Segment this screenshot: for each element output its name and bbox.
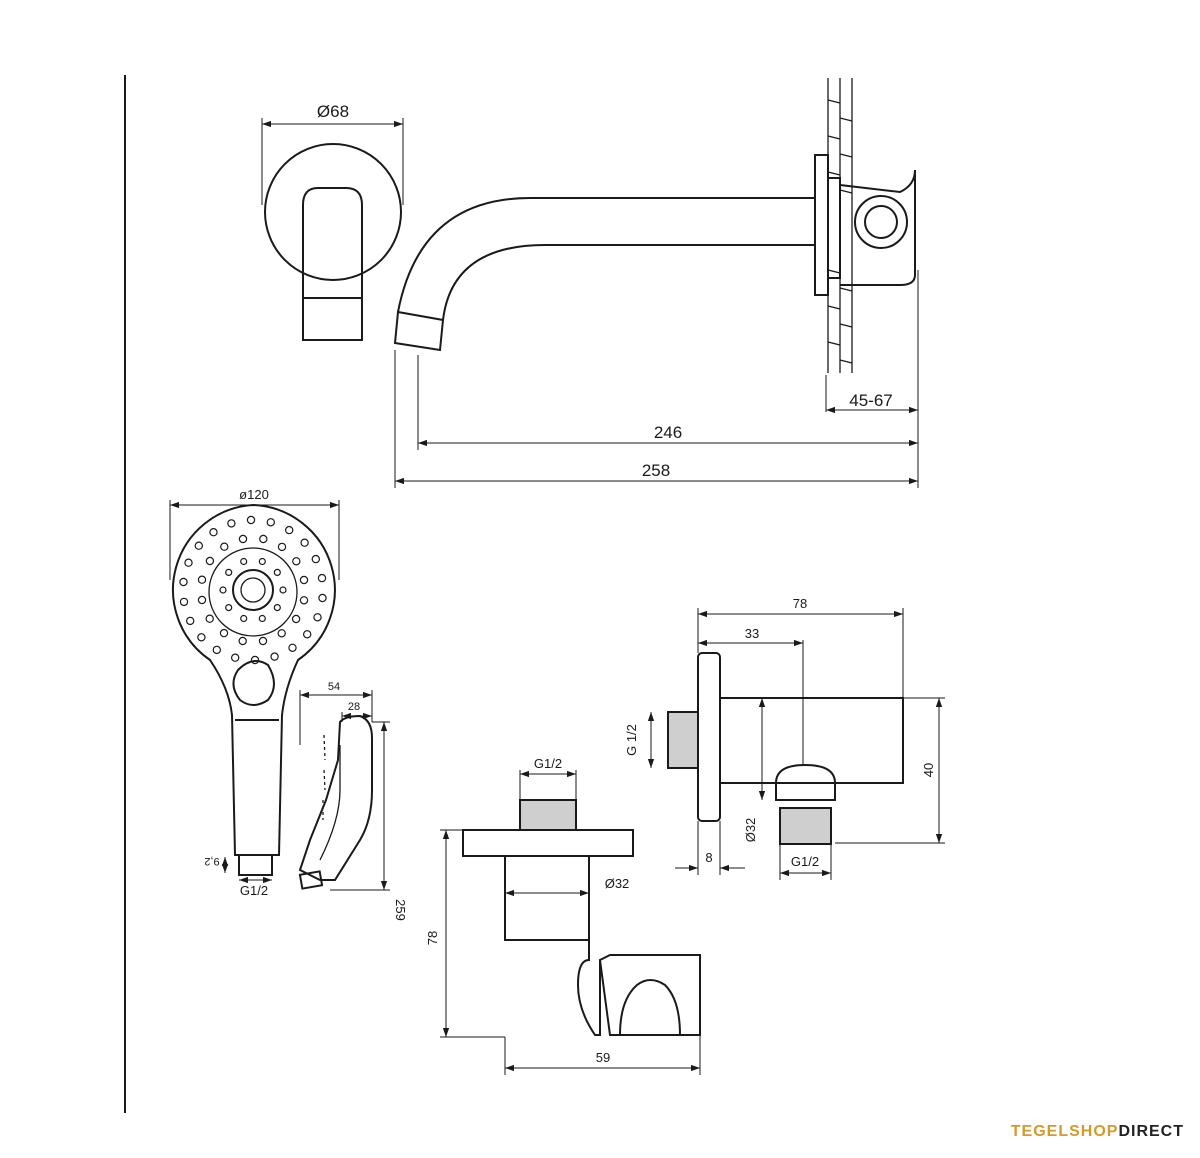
spray-nozzle	[238, 534, 248, 544]
spray-nozzle	[209, 528, 218, 537]
spray-nozzle	[197, 575, 207, 584]
spray-nozzle	[185, 616, 195, 626]
spray-nozzle	[300, 538, 309, 547]
dim-8: 8	[705, 850, 712, 865]
dim-g12-elbow-side: G 1/2	[624, 724, 639, 756]
spray-nozzle	[219, 586, 227, 594]
logo-part1: TEGELSHOP	[1010, 1123, 1119, 1140]
spray-nozzle	[225, 568, 233, 577]
spray-nozzle	[220, 542, 229, 551]
dim-diameter-120: ø120	[239, 487, 269, 502]
spray-nozzle	[259, 534, 268, 544]
spray-nozzle	[197, 595, 207, 605]
spray-nozzle	[240, 614, 248, 623]
spray-nozzle	[318, 593, 327, 603]
dim-g12-holder: G1/2	[534, 756, 562, 771]
spray-nozzle	[230, 653, 240, 662]
spray-nozzle	[250, 655, 260, 665]
spray-nozzle	[179, 597, 189, 607]
wall-holder-view: G1/2 Ø32 78 59	[425, 756, 701, 1075]
spray-nozzle	[277, 629, 286, 638]
dim-40: 40	[921, 763, 936, 777]
spray-nozzle	[277, 542, 287, 552]
dim-258: 258	[642, 461, 670, 480]
dim-diameter-32-elbow: Ø32	[743, 818, 758, 843]
spray-nozzle	[299, 596, 309, 605]
spout-front-view: Ø68	[261, 102, 404, 341]
spray-nozzle	[258, 636, 268, 646]
spray-nozzle	[317, 573, 327, 583]
dim-78-elbow: 78	[793, 596, 807, 611]
spray-nozzle	[270, 652, 279, 661]
spray-nozzle	[273, 603, 281, 612]
hand-shower-side-view: 54 28 259	[298, 681, 408, 921]
spray-nozzle	[240, 557, 248, 566]
spray-nozzle	[303, 630, 312, 639]
spray-nozzle	[266, 518, 275, 527]
spray-nozzle	[279, 586, 287, 594]
dim-259: 259	[393, 899, 408, 921]
brand-logo: TEGELSHOPDIRECT	[1011, 1123, 1184, 1141]
dim-59: 59	[596, 1050, 610, 1065]
dim-g12-elbow-bottom: G1/2	[791, 854, 819, 869]
spray-nozzle	[205, 614, 214, 623]
dim-28: 28	[348, 701, 360, 713]
spray-nozzle	[299, 575, 309, 585]
dim-diameter-68: Ø68	[317, 102, 349, 121]
spray-nozzle	[205, 556, 215, 566]
spray-nozzle	[291, 614, 301, 624]
spray-nozzle	[179, 577, 188, 587]
spray-nozzles	[179, 515, 327, 665]
hand-shower-front-view: ø120 9,2 G1/2	[169, 487, 340, 898]
spray-nozzle	[285, 525, 294, 535]
spray-nozzle	[258, 557, 266, 566]
wall-elbow-view: 78 33 G 1/2 40 Ø32 8 G1/2	[624, 596, 945, 880]
spray-nozzle	[212, 645, 221, 655]
spray-nozzle	[258, 614, 266, 623]
dim-diameter-32-holder: Ø32	[605, 876, 630, 891]
spray-nozzle	[225, 603, 233, 612]
spray-nozzle	[288, 643, 297, 653]
spray-nozzle	[194, 541, 203, 550]
dim-33: 33	[745, 626, 759, 641]
spray-nozzle	[311, 554, 320, 564]
spray-nozzle	[184, 558, 193, 567]
spray-nozzle	[313, 613, 322, 622]
spray-nozzle	[238, 636, 247, 646]
logo-part2: DIRECT	[1118, 1123, 1184, 1140]
spray-nozzle	[246, 515, 256, 525]
spray-nozzle	[219, 628, 229, 638]
dim-246: 246	[654, 423, 682, 442]
spray-nozzle	[227, 519, 236, 528]
spray-nozzle	[273, 568, 281, 577]
dim-78-holder: 78	[425, 931, 440, 945]
dim-45-67: 45-67	[849, 391, 892, 410]
spray-nozzle	[292, 557, 301, 566]
dim-9-2: 9,2	[204, 855, 219, 867]
dim-g12-handle: G1/2	[240, 883, 268, 898]
spout-side-view: 45-67 246 258	[393, 78, 919, 488]
dim-54: 54	[328, 681, 340, 693]
spray-nozzle	[197, 633, 206, 642]
